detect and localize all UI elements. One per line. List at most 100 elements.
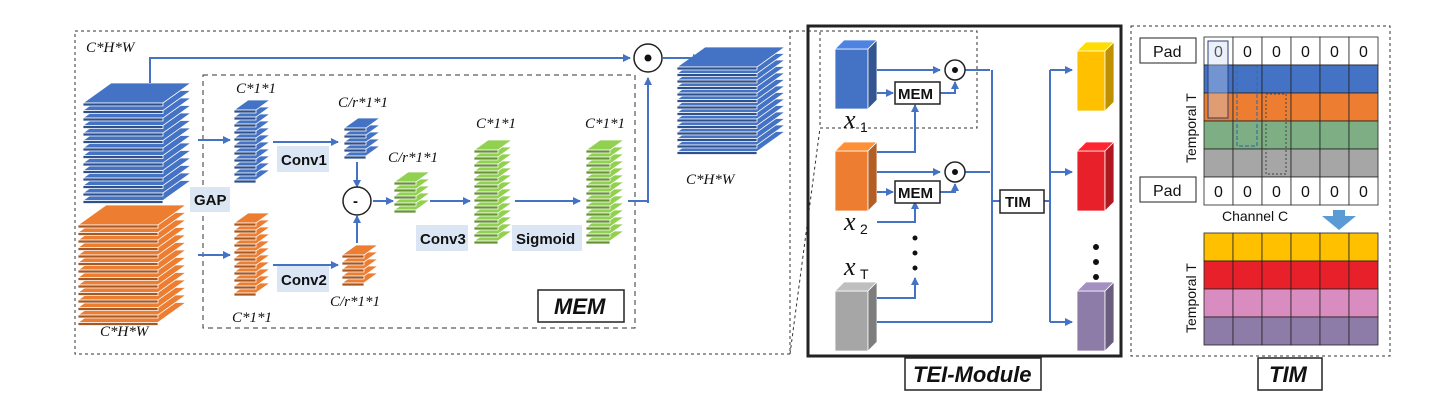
sigmoid-label-box	[512, 225, 582, 251]
pad-top-value: 0	[1272, 44, 1281, 61]
output-cell	[1348, 316, 1379, 346]
tei-arrows	[877, 66, 1073, 326]
sheet-edge	[233, 165, 257, 170]
gap-label-box	[190, 187, 230, 212]
pad-bottom-cell	[1232, 176, 1263, 206]
x2-cube	[834, 141, 878, 212]
temporal-label-top: Temporal T	[1183, 93, 1199, 163]
subtract-operator	[342, 186, 372, 216]
sheet-edge	[77, 322, 159, 326]
tim-box	[999, 189, 1045, 214]
x1-cube	[834, 39, 878, 110]
sheet-edge	[233, 151, 257, 156]
output-cell	[1319, 232, 1350, 262]
sheet-edge	[233, 144, 257, 149]
output-purple-cube	[1076, 281, 1115, 352]
conv3-label: Conv3	[420, 231, 466, 248]
pad-bottom-cell	[1348, 176, 1379, 206]
sheet-edge	[343, 134, 367, 139]
sheet-edge	[585, 184, 611, 189]
sheet-edge	[82, 155, 164, 159]
sheet-edge	[676, 66, 758, 71]
output-feature	[675, 46, 787, 155]
mem-box-1-label: MEM	[898, 86, 933, 103]
sheet-edge	[233, 137, 257, 142]
sheet-edge	[676, 92, 758, 97]
sheet-edge	[82, 132, 164, 137]
sheet-edge	[82, 192, 164, 197]
sheet-edge	[341, 275, 365, 280]
feature-cell	[1203, 148, 1234, 178]
sheet-edge	[473, 163, 499, 168]
conv1-label-box	[277, 146, 329, 172]
sheet-edge	[676, 125, 758, 129]
mem-outer-frame	[74, 30, 791, 355]
sheet-edge	[585, 177, 611, 182]
sheet-edge	[585, 226, 611, 231]
xT-cube	[834, 281, 878, 352]
tim-output-grid	[1203, 232, 1379, 346]
sigmoid-output-feature	[584, 139, 626, 245]
x1-label: x	[843, 105, 856, 134]
pad-top-cell	[1232, 36, 1263, 66]
sheet-edge	[473, 212, 499, 217]
sheet-edge	[233, 222, 257, 227]
pad-bottom-value: 0	[1359, 184, 1368, 201]
pooled-feature-orange	[232, 212, 272, 297]
output-cell	[1203, 316, 1234, 346]
sheet-edge	[585, 156, 611, 161]
x1-sub: 1	[860, 119, 868, 135]
sheet-edge	[676, 118, 758, 123]
mem-title-box	[537, 289, 625, 323]
sheet-edge	[233, 116, 257, 121]
pool-top-label: C*1*1	[236, 81, 276, 97]
sheet-edge	[77, 239, 159, 244]
cube-side	[1104, 41, 1115, 112]
sheet-edge	[343, 148, 367, 153]
conv2-label-box	[277, 266, 329, 292]
sheet-edge	[233, 257, 257, 262]
sheet-edge	[676, 112, 758, 116]
output-cell	[1319, 316, 1350, 346]
sheet-edge	[676, 79, 758, 84]
output-cell	[1232, 316, 1263, 346]
sheet-edge	[585, 149, 611, 154]
shift-window-2	[1236, 65, 1258, 147]
sheet-edge	[77, 247, 159, 251]
output-cell	[1261, 260, 1292, 290]
pooled-feature-blue	[232, 99, 272, 184]
feature-cell	[1203, 120, 1234, 150]
feature-cell	[1348, 92, 1379, 122]
sheet-edge	[77, 224, 159, 229]
cube-front	[834, 290, 869, 352]
x2-label: x	[843, 207, 856, 236]
sheet-edge	[82, 110, 164, 114]
output-cell	[1290, 260, 1321, 290]
mem-arrows	[149, 54, 701, 269]
sheet-edge	[233, 278, 257, 283]
sheet-edge	[585, 163, 611, 168]
sheet-edge	[233, 229, 257, 234]
feature-cell	[1348, 120, 1379, 150]
input-feature-orange	[76, 204, 188, 326]
sheet-edge	[77, 307, 159, 311]
output-red-cube	[1076, 141, 1115, 212]
sheet-edge	[676, 105, 758, 110]
tei-title: TEI-Module	[913, 362, 1032, 387]
tei-zoom-frame	[819, 30, 978, 129]
cube-side	[867, 281, 878, 352]
output-cell	[1348, 232, 1379, 262]
feature-cell	[1290, 148, 1321, 178]
output-cell	[1290, 316, 1321, 346]
sheet-edge	[233, 292, 257, 297]
input-bottom-label: C*H*W	[100, 324, 150, 340]
sheet-edge	[233, 109, 257, 114]
sheet-edge	[676, 99, 758, 103]
output-yellow-cube	[1076, 41, 1115, 112]
sheet-edge	[233, 172, 257, 177]
sheet-edge	[585, 219, 611, 224]
channel-label: Channel C	[1222, 208, 1288, 224]
sheet-edge	[77, 292, 159, 296]
pad-top-label: Pad	[1153, 44, 1181, 61]
sigmoid-label: Sigmoid	[516, 231, 575, 248]
